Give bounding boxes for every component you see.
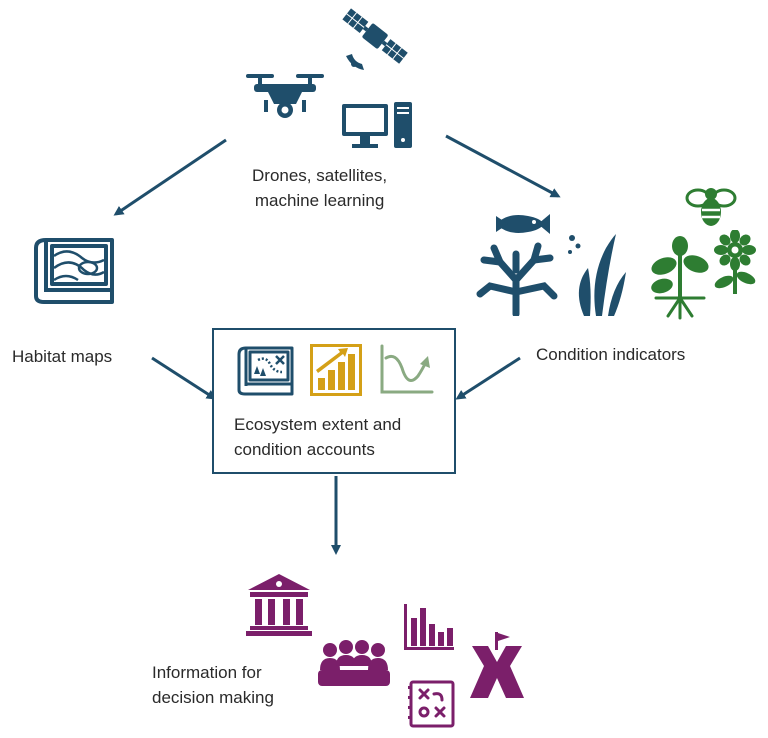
trend-line-icon [380,344,434,394]
sources-line-1: Drones, satellites, [252,166,388,185]
computer-icon [342,102,412,148]
bar-chart-icon [310,344,362,396]
arrow-condition-to-accounts [455,356,521,400]
accounts-label: Ecosystem extent and condition accounts [234,412,401,462]
arrow-habitat-to-accounts [151,356,217,400]
arrow-sources-to-condition [445,134,561,198]
column-chart-icon [404,604,454,650]
decision-label: Information for decision making [152,660,274,710]
arrow-sources-to-habitat [113,138,227,216]
satellite-icon [342,8,408,70]
flower-icon [714,230,756,294]
map-icon [237,346,294,396]
bee-icon [685,188,737,226]
sources-label: Drones, satellites, machine learning [252,163,387,213]
government-building-icon [246,574,312,636]
accounts-line-1: Ecosystem extent and [234,415,402,434]
decision-line-1: Information for [152,663,262,682]
sources-line-2: machine learning [254,191,385,210]
condition-indicators-label: Condition indicators [536,345,686,364]
strategy-board-icon [408,680,455,728]
seaweed-icon [568,234,626,316]
fish-icon [496,214,550,234]
decision-line-2: decision making [152,688,274,707]
drone-icon [246,74,324,118]
accounts-line-2: condition accounts [234,440,375,459]
plant-icon [651,236,709,320]
habitat-maps-label: Habitat maps [12,347,113,366]
map-scroll-icon [34,238,114,304]
coral-icon [476,242,558,316]
crossroads-icon [470,632,524,698]
meeting-icon [318,640,390,686]
